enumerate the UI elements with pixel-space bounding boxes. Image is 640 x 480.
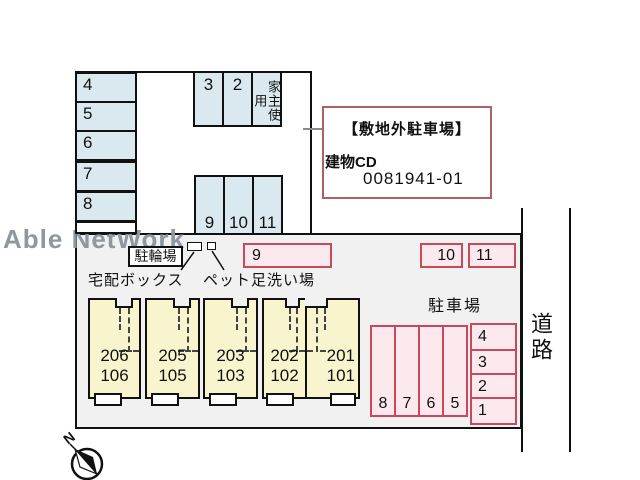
unit-dashed-line [128, 308, 131, 352]
site-space-10: 10 [420, 243, 463, 268]
offsite-space-6: 6 [75, 130, 137, 161]
offsite-space-3: 3 [193, 71, 224, 127]
site-space-5: 5 [442, 325, 468, 417]
pet-wash-label: ペット足洗い場 [203, 272, 316, 289]
unit-entry-notch [172, 298, 192, 308]
unit-porch [330, 393, 356, 406]
offsite-boundary-right [310, 71, 312, 234]
info-box-title: 【敷地外駐車場】 [342, 121, 471, 138]
site-space-6: 6 [418, 325, 444, 417]
pet-wash-leader-line [211, 250, 225, 271]
unit-dashed-line [119, 308, 122, 330]
delivery-box-icon [187, 242, 202, 251]
road-line-left [521, 208, 523, 452]
site-space-8: 8 [370, 325, 396, 417]
offsite-space-5: 5 [75, 101, 137, 132]
offsite-space-10: 10 [223, 175, 254, 235]
building-cd-label: 建物CD [325, 154, 377, 171]
unit-dashed-line [288, 350, 305, 352]
unit-dashed-line [244, 308, 247, 352]
unit-entry-notch [114, 298, 133, 308]
site-space-11: 11 [468, 243, 516, 268]
unit-entry-notch [230, 298, 250, 308]
offsite-space-4: 4 [75, 72, 137, 103]
offsite-space-2: 2 [222, 71, 253, 127]
offsite-space-empty [75, 221, 137, 234]
offsite-space-owner-use: 家主使用 [251, 71, 282, 127]
parking-area-label: 駐車場 [428, 298, 483, 315]
unit-porch [94, 393, 122, 406]
unit-dashed-line [235, 308, 238, 330]
info-box [322, 106, 492, 199]
offsite-space-8: 8 [75, 191, 137, 222]
building-cd-value: 0081941-01 [363, 169, 464, 188]
offsite-space-11: 11 [252, 175, 283, 235]
offsite-space-9: 9 [194, 175, 225, 235]
unit-dashed-line [324, 308, 327, 330]
unit-entry-notch [284, 298, 300, 308]
unit-porch [151, 393, 179, 406]
unit-dashed-line [119, 350, 139, 352]
unit-dashed-line [288, 308, 291, 330]
unit-dashed-line [186, 308, 189, 352]
bicycle-parking-box: 駐輪場 [128, 246, 183, 267]
unit-porch [209, 393, 237, 406]
compass-icon [69, 443, 104, 480]
unit-porch [266, 393, 294, 406]
delivery-box-label: 宅配ボックス [88, 272, 184, 289]
road-label: 道路 [528, 312, 553, 364]
unit-dashed-line [235, 350, 256, 352]
unit-dashed-line [177, 308, 180, 330]
site-space-7: 7 [394, 325, 420, 417]
site-space-3: 3 [470, 349, 517, 375]
unit-dashed-line [307, 350, 327, 352]
site-space-4: 4 [470, 323, 517, 351]
site-space-2: 2 [470, 373, 517, 399]
road-line-right [569, 208, 571, 452]
unit-dashed-line [177, 350, 198, 352]
unit-entry-notch [305, 298, 329, 308]
site-space-1: 1 [470, 397, 517, 425]
unit-dashed-line [295, 308, 298, 352]
site-space-9: 9 [243, 243, 332, 268]
pet-wash-icon [207, 242, 216, 250]
compass-north-label: N [60, 428, 78, 448]
offsite-space-7: 7 [75, 161, 137, 192]
unit-dashed-line [316, 308, 319, 352]
